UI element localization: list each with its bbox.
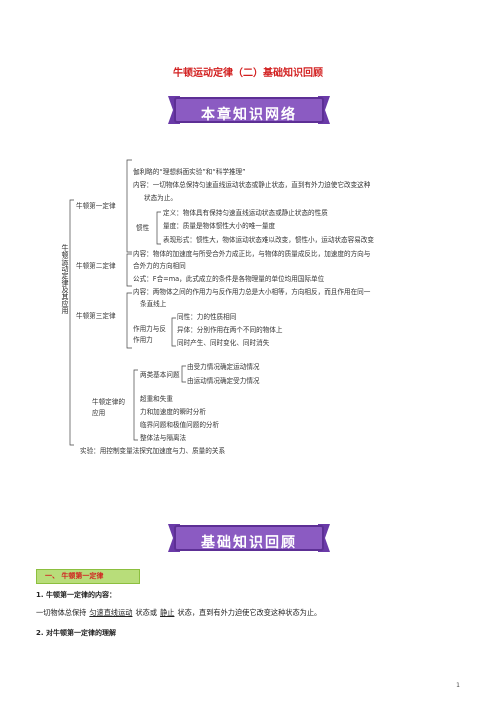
node-second-law: 牛顿第二定律 (76, 262, 116, 270)
node-experiment: 实验：用控制变量法探究加速度与力、质量的关系 (80, 447, 226, 455)
body-text-post: 状态，直到有外力迫使它改变这种状态为止。 (177, 608, 322, 617)
subheading-understanding: 2. 对牛顿第一定律的理解 (36, 629, 116, 637)
page-title: 牛顿运动定律（二）基础知识回顾 (173, 68, 323, 79)
application-item-4: 整体法与隔离法 (140, 434, 187, 442)
pair-item-3: 同时产生、同时变化、同时消失 (177, 339, 270, 347)
two-types-item-2: 由运动情况确定受力情况 (187, 377, 260, 385)
third-law-item-1: 内容：两物体之间的作用力与反作用力总是大小相等，方向相反，而且作用在同一 (133, 288, 371, 296)
banner-text: 基础知识回顾 (201, 535, 297, 551)
banner-knowledge-network: 本章知识网络 (168, 92, 330, 128)
first-law-item-3: 状态为止。 (144, 194, 177, 202)
node-third-law: 牛顿第三定律 (76, 312, 116, 320)
section-heading-first-law: 一、 牛顿第一定律 (36, 569, 140, 584)
banner-basic-review: 基础知识回顾 (168, 520, 330, 556)
node-two-basic-problems: 两类基本问题 (140, 371, 180, 379)
subheading-content: 1. 牛顿第一定律的内容： (36, 591, 116, 599)
first-law-item-1: 伽利略的“理想斜面实验”和“科学推理” (133, 168, 246, 176)
banner-plate: 基础知识回顾 (174, 525, 324, 551)
application-item-1: 超重和失重 (140, 395, 173, 403)
node-action-reaction: 作用力与反作用力 (133, 325, 166, 344)
inertia-item-3: 表现形式：惯性大，物体运动状态难以改变，惯性小，运动状态容易改变 (163, 236, 374, 244)
application-item-2: 力和加速度的瞬时分析 (140, 408, 206, 416)
pair-item-1: 同性：力的性质相同 (177, 313, 237, 321)
application-item-3: 临界问题和极值问题的分析 (140, 421, 220, 429)
two-types-item-1: 由受力情况确定运动情况 (187, 363, 260, 371)
pair-item-2: 异体：分别作用在两个不同的物体上 (177, 326, 283, 334)
inertia-item-2: 量度：质量是物体惯性大小的唯一量度 (163, 222, 276, 230)
section-label: 一、 牛顿第一定律 (45, 572, 104, 580)
fill-blank-2: 静止 (160, 608, 175, 617)
body-text-mid: 状态或 (135, 608, 158, 617)
mindmap-root: 牛顿运动定律及其应用 (61, 244, 69, 314)
first-law-item-2: 内容：一切物体总保持匀速直线运动状态或静止状态，直到有外力迫使它改变这种 (133, 181, 371, 189)
second-law-item-2: 合外力的方向相同 (133, 262, 186, 270)
node-inertia: 惯性 (136, 224, 150, 232)
banner-text: 本章知识网络 (201, 107, 297, 123)
second-law-item-3: 公式：F合=ma，此式成立的条件是各物理量的单位均用国际单位 (133, 275, 325, 283)
banner-plate: 本章知识网络 (174, 97, 324, 123)
page-number: 1 (456, 682, 460, 689)
inertia-item-1: 定义：物体具有保持匀速直线运动状态或静止状态的性质 (163, 209, 328, 217)
fill-blank-1: 匀速直线运动 (89, 608, 133, 617)
node-first-law: 牛顿第一定律 (76, 202, 116, 210)
body-paragraph: 一切物体总保持匀速直线运动状态或静止状态，直到有外力迫使它改变这种状态为止。 (36, 608, 321, 618)
second-law-item-1: 内容：物体的加速度与所受合外力成正比，与物体的质量成反比，加速度的方向与 (133, 250, 371, 258)
third-law-item-2: 条直线上 (140, 300, 167, 308)
body-text-pre: 一切物体总保持 (36, 608, 87, 617)
node-application: 牛顿定律的应用 (92, 398, 125, 417)
